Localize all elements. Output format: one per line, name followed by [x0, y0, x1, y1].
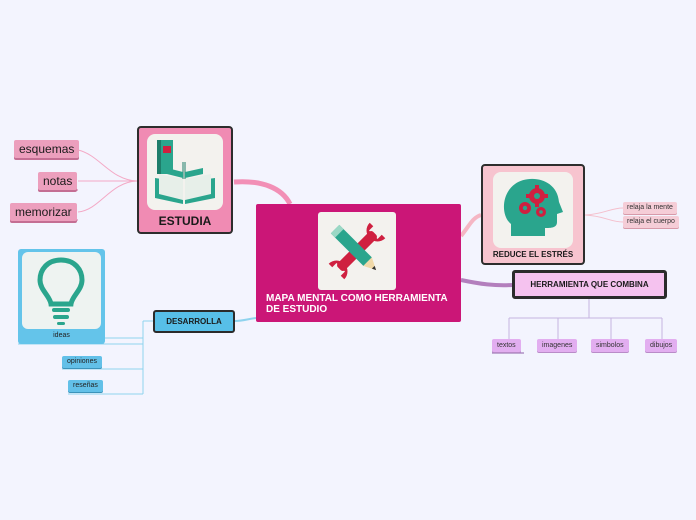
leaf-notas[interactable]: notas: [38, 172, 78, 190]
leaf-textos[interactable]: textos: [492, 339, 521, 352]
leaf-relaja-cuerpo[interactable]: relaja el cuerpo: [623, 216, 679, 228]
leaf-dibujos[interactable]: dibujos: [645, 339, 678, 352]
leaf-resenas[interactable]: reseñas: [68, 380, 103, 392]
leaf-simbolos[interactable]: simbolos: [591, 339, 629, 352]
leaf-ideas[interactable]: ideas: [18, 249, 105, 344]
leaf-imagenes[interactable]: imagenes: [537, 339, 578, 352]
reduce-title: REDUCE EL ESTRÉS: [492, 250, 574, 259]
lightbulb-icon: [22, 252, 101, 329]
central-topic[interactable]: MAPA MENTAL COMO HERRAMIENTA DE ESTUDIO: [256, 204, 461, 322]
leaf-relaja-mente[interactable]: relaja la mente: [623, 202, 677, 214]
wrench-pencil-icon: [318, 212, 396, 290]
central-title: MAPA MENTAL COMO HERRAMIENTA DE ESTUDIO: [266, 293, 448, 315]
leaf-opiniones[interactable]: opiniones: [62, 356, 102, 368]
leaf-memorizar[interactable]: memorizar: [10, 203, 77, 221]
topic-desarrolla[interactable]: DESARROLLA: [153, 310, 235, 333]
topic-reduce-estres[interactable]: REDUCE EL ESTRÉS: [481, 164, 585, 265]
topic-herramienta-combina[interactable]: HERRAMIENTA QUE COMBINA: [512, 270, 667, 299]
book-icon: [147, 134, 223, 210]
estudia-title: ESTUDIA: [158, 214, 212, 228]
ideas-label: ideas: [53, 332, 70, 339]
leaf-esquemas[interactable]: esquemas: [14, 140, 80, 158]
head-gears-icon: [493, 172, 573, 248]
topic-estudia[interactable]: ESTUDIA: [137, 126, 233, 234]
